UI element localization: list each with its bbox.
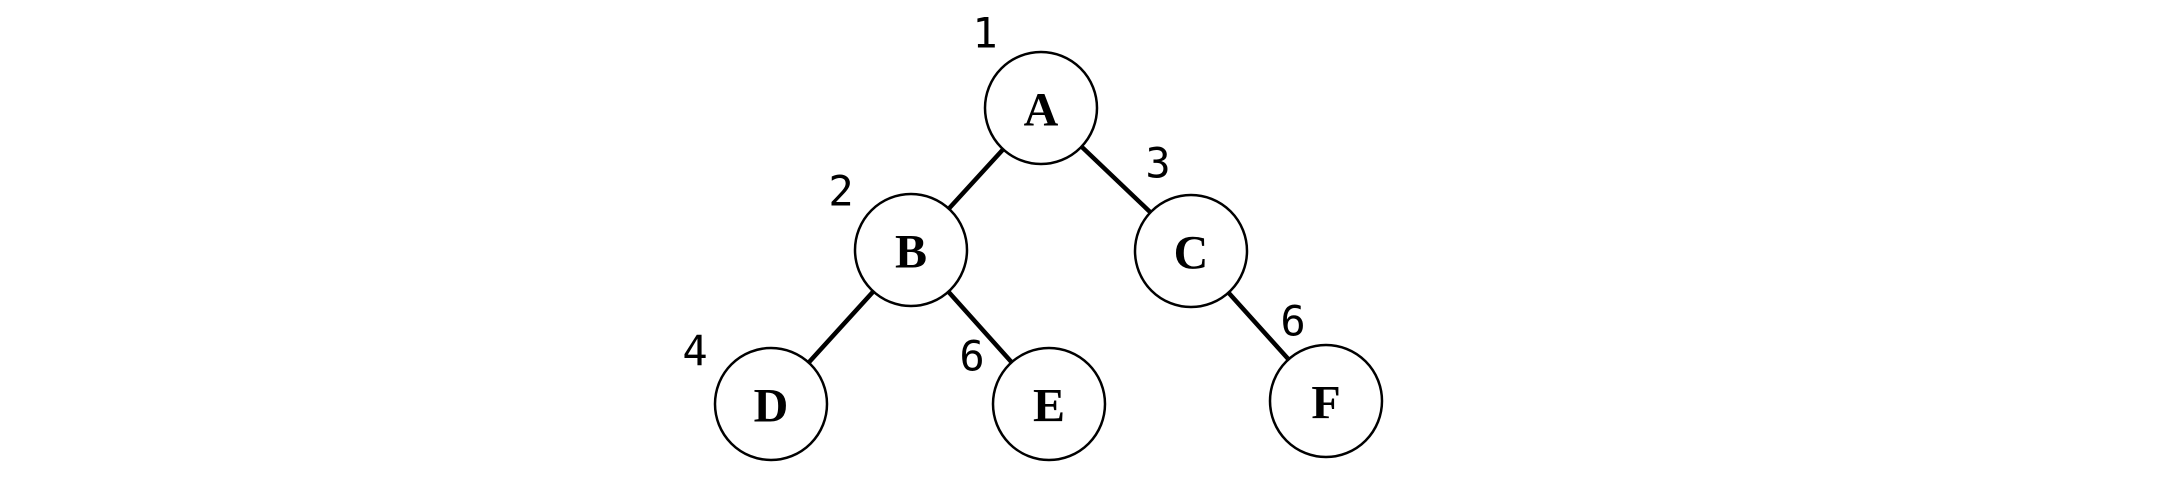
tree-node-annotation-F: 6 [1280,297,1305,346]
tree-node-circle-B [853,192,969,308]
tree-node-label-D: D [754,380,789,433]
tree-node-circle-E [991,346,1107,462]
tree-node-annotation-D: 4 [682,327,707,376]
tree-node-label-F: F [1311,377,1340,430]
tree-node-label-E: E [1033,380,1065,433]
tree-node-annotation-A: 1 [972,9,997,58]
tree-node-annotation-C: 3 [1145,139,1170,188]
tree-node-label-A: A [1024,84,1059,137]
tree-node-circle-D [713,346,829,462]
tree-node-circle-F [1268,343,1384,459]
tree-node-annotation-E: 6 [959,332,984,381]
tree-node-label-B: B [895,226,927,279]
tree-node-label-C: C [1174,227,1209,280]
tree-node-circle-A [983,50,1099,166]
tree-node-circle-C [1133,193,1249,309]
tree-node-annotation-B: 2 [828,167,853,216]
